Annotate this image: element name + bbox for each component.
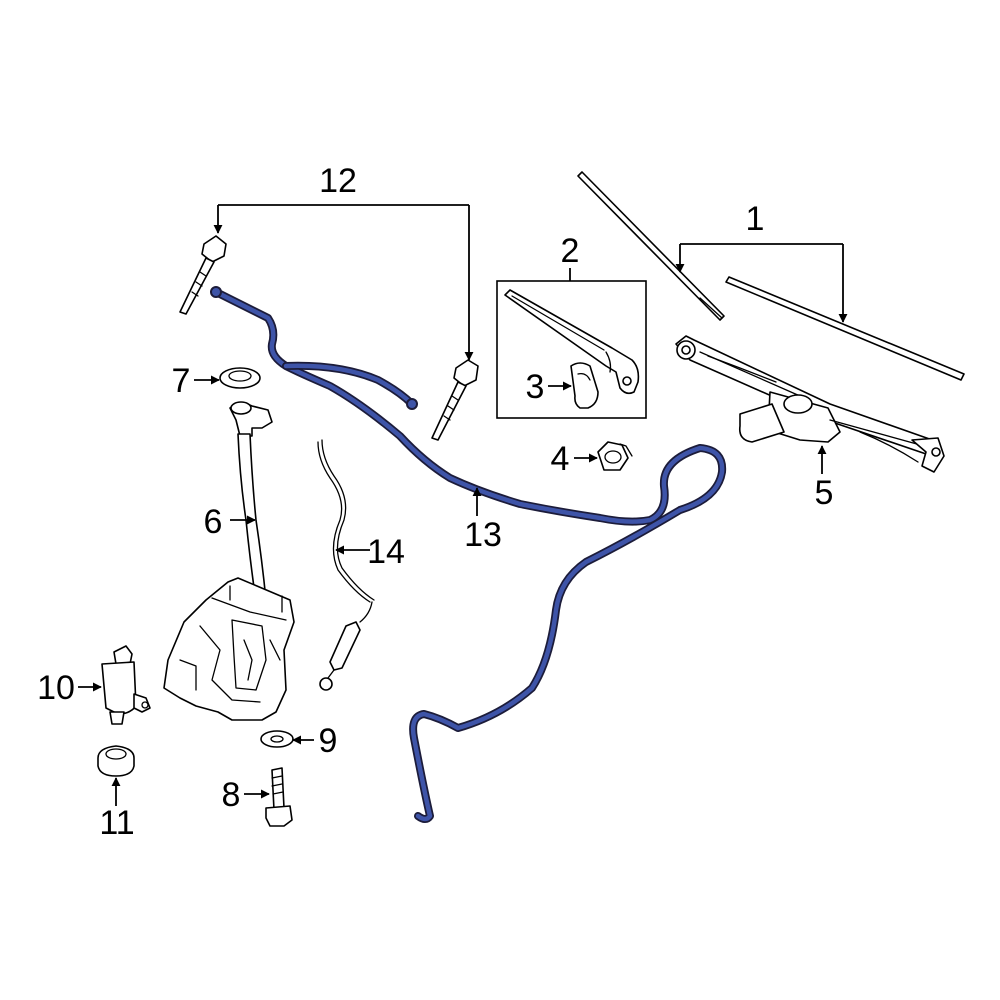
washer[interactable] [260, 730, 294, 748]
pump-seal[interactable] [97, 745, 135, 777]
washer-nozzle-left[interactable] [179, 235, 227, 315]
filler-neck[interactable] [229, 401, 273, 603]
washer-pump[interactable] [101, 645, 151, 725]
callout-label-4: 4 [551, 440, 570, 478]
callout-label-13: 13 [464, 516, 502, 554]
fluid-level-tube[interactable] [317, 439, 375, 691]
callout-label-11: 11 [99, 804, 134, 842]
callout-label-9: 9 [319, 722, 338, 760]
wiper-blade-left[interactable] [577, 171, 725, 321]
callout-leaders [78, 204, 848, 806]
wiper-arm-inset-box [496, 280, 647, 419]
callout-labels: 12 1 2 3 4 5 6 7 13 14 10 11 9 8 [37, 162, 833, 842]
washer-hose[interactable] [210, 286, 727, 823]
callout-label-7: 7 [172, 362, 191, 400]
washer-nozzle-right[interactable] [431, 359, 479, 441]
wiper-motor-linkage[interactable] [675, 335, 945, 473]
washer-reservoir[interactable] [163, 577, 295, 721]
callout-label-3: 3 [526, 368, 545, 406]
bolt[interactable] [265, 767, 293, 827]
callout-label-10: 10 [37, 669, 75, 707]
callout-label-8: 8 [222, 776, 241, 814]
wiper-blade-right[interactable] [725, 276, 965, 381]
callout-label-12: 12 [319, 162, 357, 200]
callout-label-5: 5 [815, 474, 834, 512]
callout-label-6: 6 [204, 503, 223, 541]
callout-label-2: 2 [561, 232, 580, 270]
callout-label-14: 14 [367, 533, 405, 571]
wiper-arm-cap[interactable] [570, 362, 599, 409]
callout-label-1: 1 [746, 200, 765, 238]
nut[interactable] [597, 441, 633, 471]
wiper-arm[interactable] [504, 289, 640, 395]
grommet[interactable] [219, 367, 261, 389]
